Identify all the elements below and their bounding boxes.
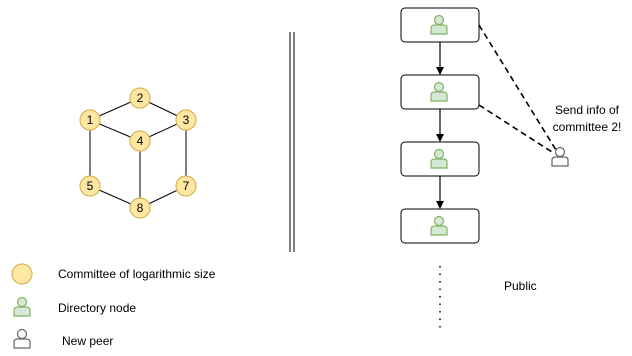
committee-node-8: 8	[129, 197, 151, 219]
committee-node-2: 2	[129, 87, 151, 109]
legend-new-peer: New peer	[13, 328, 113, 349]
committee-node-label: 3	[183, 113, 190, 127]
committee-node-label: 8	[137, 201, 144, 215]
directory-box-3	[400, 141, 480, 177]
legend: Committee of logarithmic size Directory …	[11, 263, 216, 349]
legend-committee: Committee of logarithmic size	[11, 263, 216, 285]
new-peer-icon	[13, 328, 31, 349]
committee-icon	[11, 263, 33, 285]
cube-edges	[89, 97, 187, 209]
send-info-line-2: committee 2!	[553, 120, 622, 134]
legend-new-peer-label: New peer	[62, 334, 113, 348]
peer-link-1	[478, 24, 557, 151]
new-peer-icon	[551, 146, 569, 167]
committee-node-label: 4	[137, 134, 144, 148]
send-info-line-1: Send info of	[555, 103, 620, 117]
directory-box-4	[400, 208, 480, 244]
legend-committee-label: Committee of logarithmic size	[58, 267, 216, 281]
directory-box-2	[400, 74, 480, 110]
committee-node-7: 7	[175, 175, 197, 197]
cube-nodes: 1 2 3 4 5 7 8	[79, 87, 197, 219]
divider	[289, 32, 295, 252]
peer-link-2	[478, 104, 553, 153]
committee-node-label: 7	[183, 179, 190, 193]
legend-directory: Directory node	[13, 296, 136, 317]
directory-chain	[400, 7, 480, 330]
committee-node-3: 3	[175, 109, 197, 131]
committee-node-label: 1	[87, 113, 94, 127]
directory-node-icon	[13, 296, 31, 317]
committee-node-label: 5	[87, 179, 94, 193]
directory-box-1	[400, 7, 480, 43]
public-label: Public	[504, 279, 537, 293]
committee-node-label: 2	[137, 91, 144, 105]
committee-node-1: 1	[79, 109, 101, 131]
peer-links	[478, 24, 557, 153]
committee-node-5: 5	[79, 175, 101, 197]
committee-node-4: 4	[129, 130, 151, 152]
legend-directory-label: Directory node	[58, 301, 136, 315]
